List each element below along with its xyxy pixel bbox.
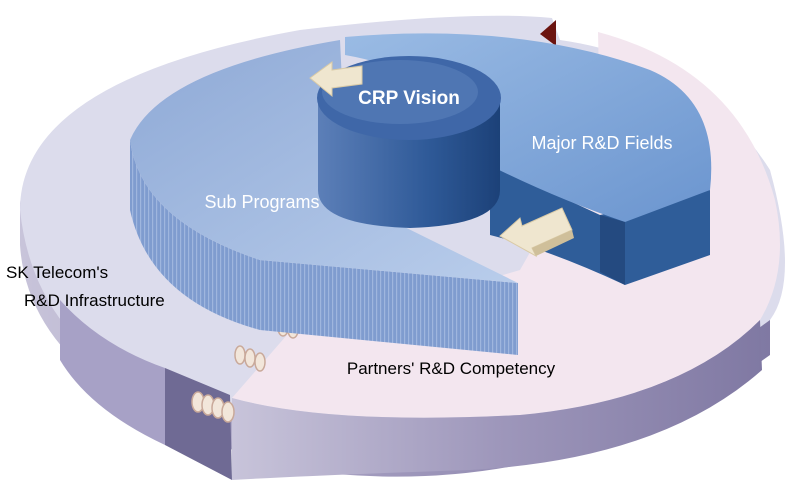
sub-programs-label: Sub Programs (204, 192, 319, 212)
partners-label: Partners' R&D Competency (347, 359, 556, 378)
sub-programs-side (130, 140, 518, 355)
partners-region-side (232, 320, 762, 480)
infrastructure-label-line2: R&D Infrastructure (24, 291, 165, 310)
major-fields-label: Major R&D Fields (531, 133, 672, 153)
arrow-down-left-icon (499, 207, 574, 258)
infrastructure-cut-face (165, 368, 232, 480)
infrastructure-cut-face-light (60, 300, 165, 445)
major-fields-front-edge (600, 215, 625, 285)
infrastructure-label-line1: SK Telecom's (6, 263, 108, 282)
center-label: CRP Vision (358, 88, 460, 109)
accent-wedge (540, 20, 556, 46)
arrow-left-icon (309, 61, 363, 98)
